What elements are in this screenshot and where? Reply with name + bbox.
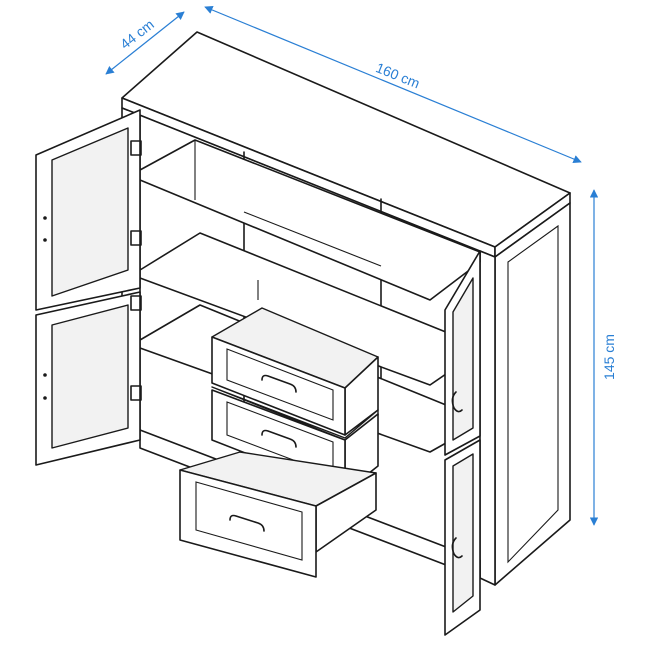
drawer-3-handle [229,514,265,532]
drawer-2-handle [261,429,297,448]
right-upper-handle [451,391,463,413]
left-doors [35,109,142,466]
right-lower-door[interactable] [444,439,481,636]
left-upper-glass [51,127,129,297]
depth-arrow [105,11,185,75]
height-label: 145 cm [601,334,617,380]
right-upper-door[interactable] [444,250,481,456]
depth-label: 44 cm [117,16,157,52]
cabinet-right-side [494,202,571,586]
drawer-1[interactable] [211,307,379,436]
drawer-1-front [211,336,346,436]
left-hinges [130,140,142,401]
left-lower-door[interactable] [35,291,141,466]
drawer-1-handle [261,374,297,393]
width-arrow [204,5,582,164]
drawers [179,307,379,578]
dimension-height: 145 cm [589,189,617,526]
left-upper-door[interactable] [35,109,141,311]
right-lower-glass [452,453,474,613]
right-doors [444,250,481,636]
drawer-3-front [179,469,317,578]
right-side-frame-inner [507,224,559,564]
right-front-stile [479,250,496,586]
drawer-3-open[interactable] [179,451,377,578]
left-lower-glass [51,304,129,449]
right-lower-handle [451,537,463,559]
